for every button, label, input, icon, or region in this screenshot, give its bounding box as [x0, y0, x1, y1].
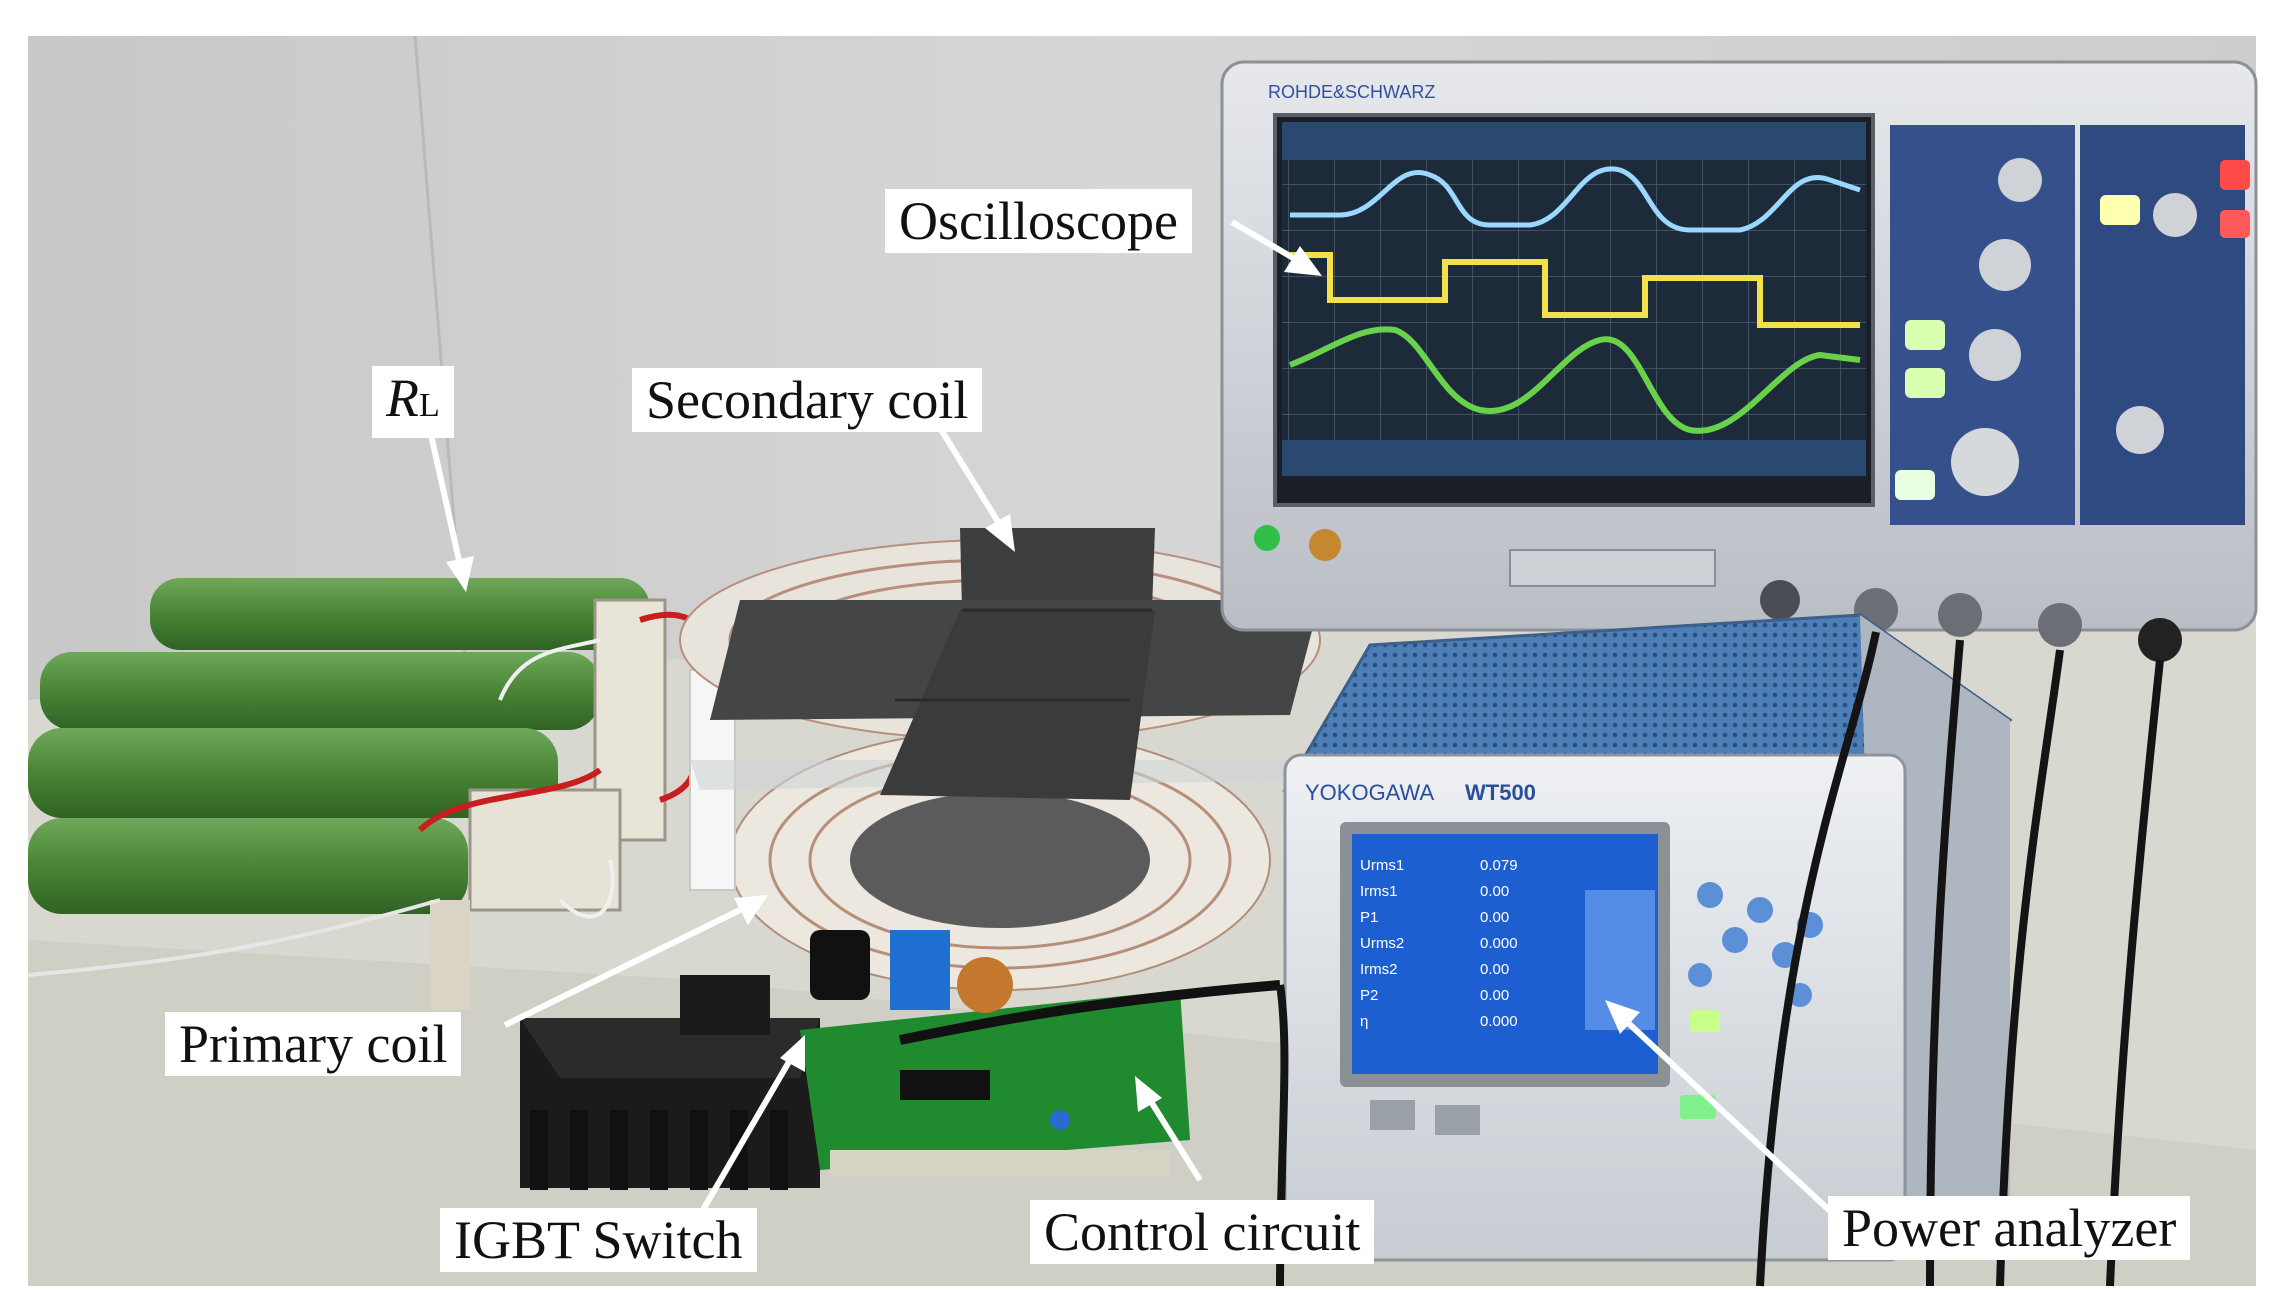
label-oscilloscope: Oscilloscope [885, 189, 1192, 253]
readout-name-2: Irms1 [1360, 883, 1398, 900]
readout-value-1: 0.079 [1480, 857, 1518, 874]
annotation-arrows [427, 219, 1848, 1228]
oscilloscope-device: ROHDE&SCHWARZ [1220, 60, 2258, 662]
readout-name-7: η [1360, 1013, 1368, 1030]
oscilloscope-brand: ROHDE&SCHWARZ [1268, 82, 1435, 102]
analyzer-model: WT500 [1465, 780, 1536, 805]
label-rl: RL [372, 366, 454, 438]
label-primary-coil: Primary coil [165, 1012, 462, 1076]
label-igbt-switch: IGBT Switch [440, 1208, 757, 1272]
readout-name-4: Urms2 [1360, 935, 1404, 952]
label-secondary-coil-text: Secondary coil [646, 370, 969, 430]
readout-value-3: 0.00 [1480, 909, 1509, 926]
label-primary-coil-text: Primary coil [179, 1014, 448, 1074]
analyzer-readout: Urms1 0.079 Irms1 0.00 P1 0.00 Urms2 0.0… [1360, 857, 1518, 1030]
readout-value-6: 0.00 [1480, 987, 1509, 1004]
label-rl-sub: L [419, 387, 440, 424]
readout-name-6: P2 [1360, 987, 1378, 1004]
readout-value-4: 0.000 [1480, 935, 1518, 952]
readout-value-5: 0.00 [1480, 961, 1509, 978]
readout-name-3: P1 [1360, 909, 1378, 926]
control-electronics [520, 930, 1281, 1190]
label-igbt-switch-text: IGBT Switch [454, 1210, 743, 1270]
label-power-analyzer-text: Power analyzer [1842, 1198, 2177, 1258]
label-secondary-coil: Secondary coil [632, 368, 983, 432]
label-control-circuit: Control circuit [1030, 1200, 1375, 1264]
label-oscilloscope-text: Oscilloscope [899, 191, 1178, 251]
readout-name-1: Urms1 [1360, 857, 1404, 874]
coil-assembly [679, 528, 1330, 991]
label-rl-main: R [386, 368, 419, 428]
label-power-analyzer: Power analyzer [1828, 1196, 2191, 1260]
label-control-circuit-text: Control circuit [1044, 1202, 1361, 1262]
readout-value-7: 0.000 [1480, 1013, 1518, 1030]
analyzer-brand: YOKOGAWA [1305, 780, 1434, 805]
power-analyzer-device: YOKOGAWA WT500 Urms1 0.079 Irms1 0.00 P1… [1282, 613, 2013, 1262]
readout-name-5: Irms2 [1360, 961, 1398, 978]
readout-value-2: 0.00 [1480, 883, 1509, 900]
load-resistor-bank [27, 578, 711, 1010]
